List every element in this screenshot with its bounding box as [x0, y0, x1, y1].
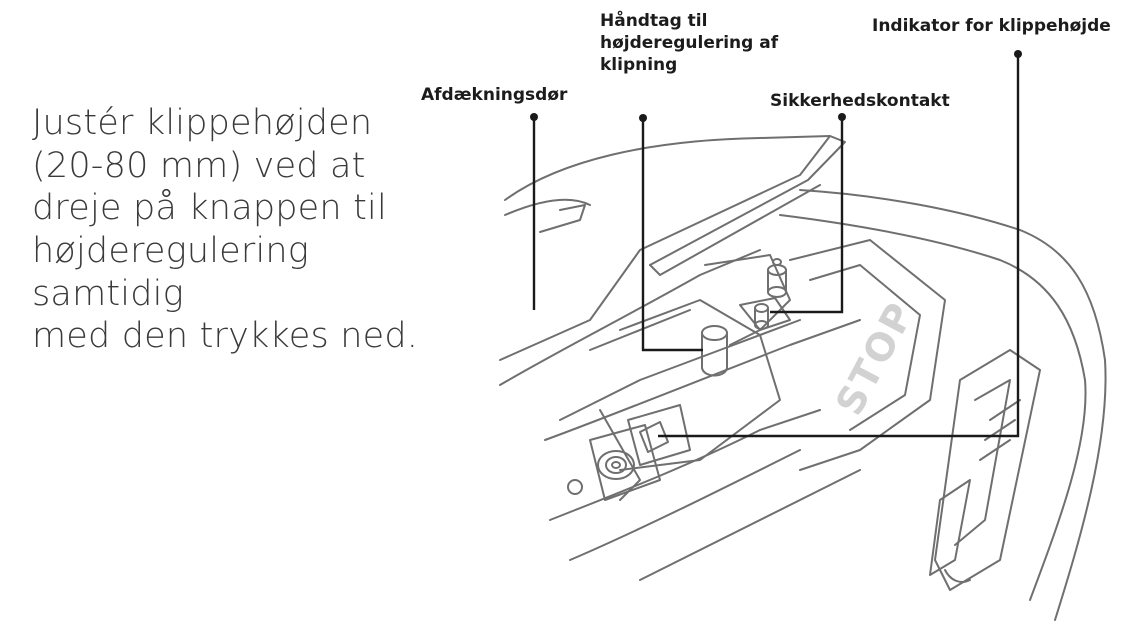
leader-safety-switch	[770, 113, 846, 314]
mower-body-outline	[499, 135, 1107, 621]
leader-height-indicator	[658, 50, 1022, 438]
callout-safety-switch: Sikkerhedskontakt	[770, 91, 950, 111]
callout-cover-door: Afdækningsdør	[421, 85, 568, 105]
side-display	[929, 349, 1041, 591]
leader-height-lever	[639, 114, 703, 352]
safety-switch-knob	[754, 303, 769, 330]
height-lever	[701, 325, 728, 377]
callout-height-lever: Håndtag til højderegulering af klipning	[600, 11, 779, 76]
height-indicator	[627, 404, 691, 466]
safety-post	[739, 258, 791, 331]
stop-label: STOP	[827, 294, 923, 422]
leader-cover-door	[530, 113, 538, 310]
callout-height-indicator: Indikator for klippehøjde	[872, 16, 1111, 36]
round-button	[567, 424, 661, 501]
control-panel	[544, 254, 861, 581]
instruction-text: Justér klippehøjden (20-80 mm) ved at dr…	[32, 103, 419, 357]
